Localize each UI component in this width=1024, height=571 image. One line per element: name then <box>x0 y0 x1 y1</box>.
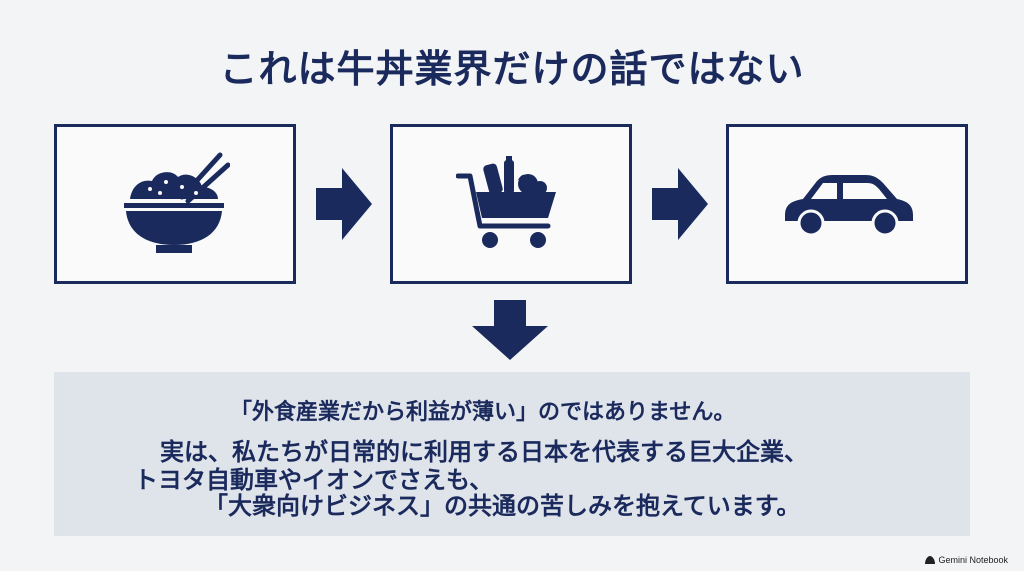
panel-line-1: 「外食産業だから利益が薄い」のではありません。 <box>230 400 736 425</box>
shopping-cart-box <box>390 124 632 284</box>
car-box <box>726 124 968 284</box>
panel-line-2: 実は、私たちが日常的に利用する日本を代表する巨大企業、 <box>160 438 808 466</box>
car-icon <box>785 175 913 237</box>
panel-line-4: 「大衆向けビジネス」の共通の苦しみを抱えています。 <box>204 492 801 520</box>
slide-title: これは牛丼業界だけの話ではない <box>219 47 805 91</box>
arrow-right-icon <box>652 168 708 240</box>
footer-watermark: Gemini Notebook <box>925 555 1008 565</box>
arrow-down-icon <box>472 300 548 360</box>
message-panel: 「外食産業だから利益が薄い」のではありません。 実は、私たちが日常的に利用する日… <box>54 372 970 536</box>
gemini-logo-icon <box>925 556 936 564</box>
arrow-right-icon <box>316 168 372 240</box>
panel-line-3: トヨタ自動車やイオンでさえも、 <box>134 466 494 494</box>
shopping-cart-icon <box>456 156 556 248</box>
footer-label: Gemini Notebook <box>938 555 1008 565</box>
rice-bowl-box <box>54 124 296 284</box>
rice-bowl-icon <box>124 152 230 253</box>
